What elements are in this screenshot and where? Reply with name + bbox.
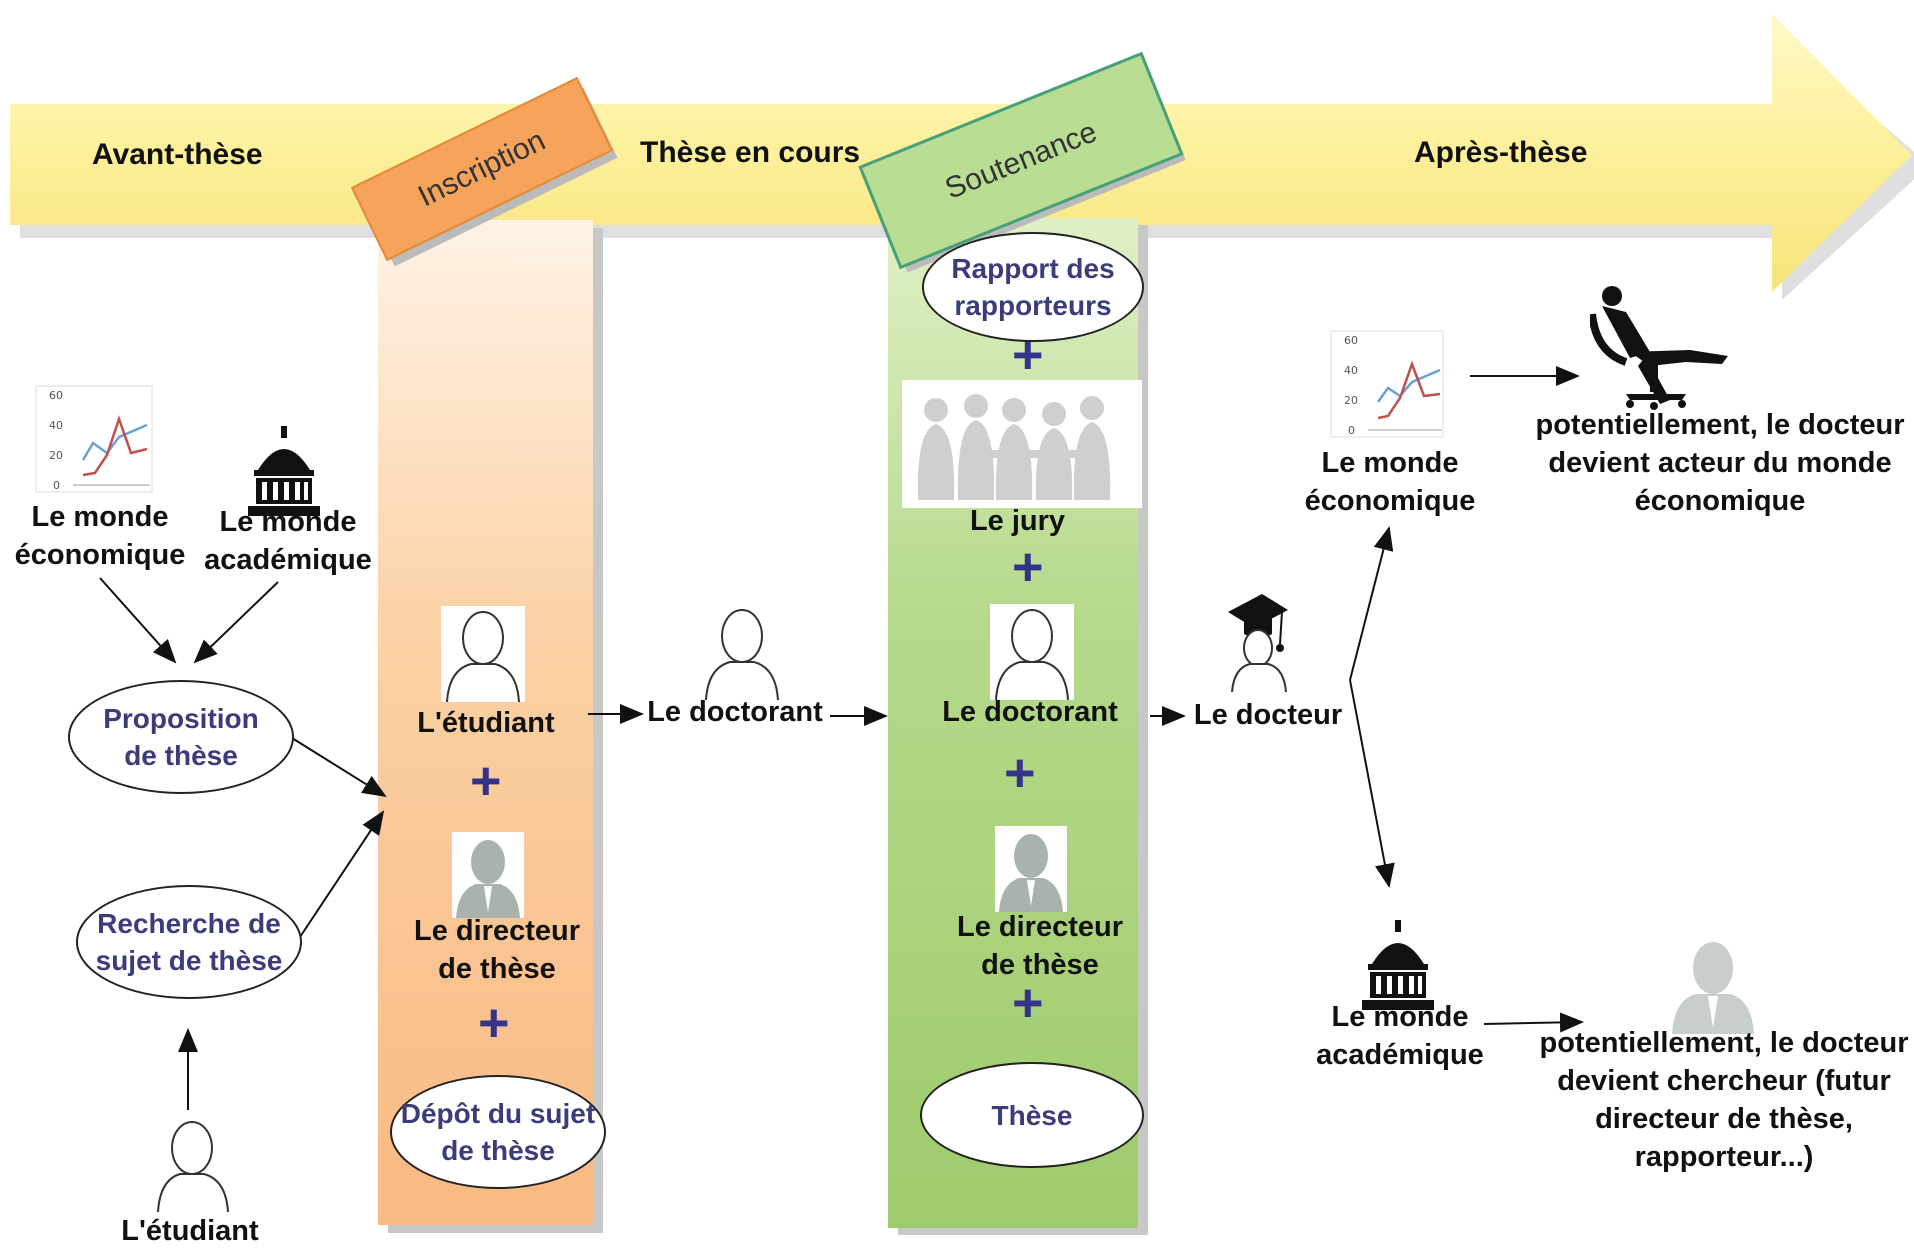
person-outline-icon [157,1121,229,1213]
proposition-these-oval: Proposition de thèse [68,680,294,794]
le-docteur: Le docteur [1193,699,1343,731]
chart-tick: 0 [53,479,60,492]
soutenance-doctorant: Le doctorant [942,696,1118,728]
chart-icon: 60 40 20 0 [35,385,153,493]
dome-icon [248,426,320,516]
avant-monde-academique: Le monde académique [204,506,372,576]
inscription-band [378,220,593,1225]
soutenance-tag-label: Soutenance [940,114,1102,206]
acteur-monde-economique: potentiellement, le docteur devient acte… [1535,409,1905,517]
chart-tick: 60 [49,389,63,402]
plus-sign: + [470,751,502,811]
person-suit-icon [1672,942,1754,1034]
avant-etudiant: L'étudiant [121,1215,259,1247]
person-outline-icon [990,604,1074,700]
chart-tick: 0 [1348,424,1355,437]
chart-icon: 60 40 20 0 [1330,330,1444,438]
chart-tick: 60 [1344,334,1358,347]
chart-tick: 20 [1344,394,1358,407]
chart-tick: 40 [1344,364,1358,377]
phase-these-en-cours: Thèse en cours [640,136,861,169]
depot-sujet-oval: Dépôt du sujet de thèse [390,1075,606,1189]
inscription-directeur: Le directeur de thèse [414,915,580,985]
recherche-sujet-oval: Recherche de sujet de thèse [76,885,302,999]
plus-sign: + [478,993,510,1053]
avant-monde-economique: Le monde économique [14,501,186,571]
chart-tick: 40 [49,419,63,432]
person-outline-icon [705,609,779,700]
person-outline-icon [441,606,525,702]
inscription-etudiant: L'étudiant [417,707,555,739]
plus-sign: + [1012,973,1044,1033]
apres-monde-academique: Le monde académique [1316,1001,1484,1071]
phase-avant-these: Avant-thèse [92,138,263,171]
phase-apres-these: Après-thèse [1414,136,1588,169]
these-oval: Thèse [920,1062,1144,1168]
rapport-rapporteurs-oval: Rapport des rapporteurs [922,232,1144,342]
plus-sign: + [1004,743,1036,803]
plus-sign: + [1012,537,1044,597]
person-suit-icon [452,832,524,918]
dome-icon [1362,920,1434,1010]
businessman-chair-icon [1590,286,1728,410]
apres-monde-economique: Le monde économique [1304,447,1476,517]
person-suit-icon [995,826,1067,912]
en-cours-doctorant: Le doctorant [647,696,823,728]
le-jury: Le jury [969,505,1066,537]
soutenance-directeur: Le directeur de thèse [957,911,1123,981]
chercheur-monde-academique: potentiellement, le docteur devient cher… [1539,1027,1909,1173]
graduation-cap-icon [1228,594,1288,692]
chart-tick: 20 [49,449,63,462]
jury-silhouette-icon [902,380,1142,508]
